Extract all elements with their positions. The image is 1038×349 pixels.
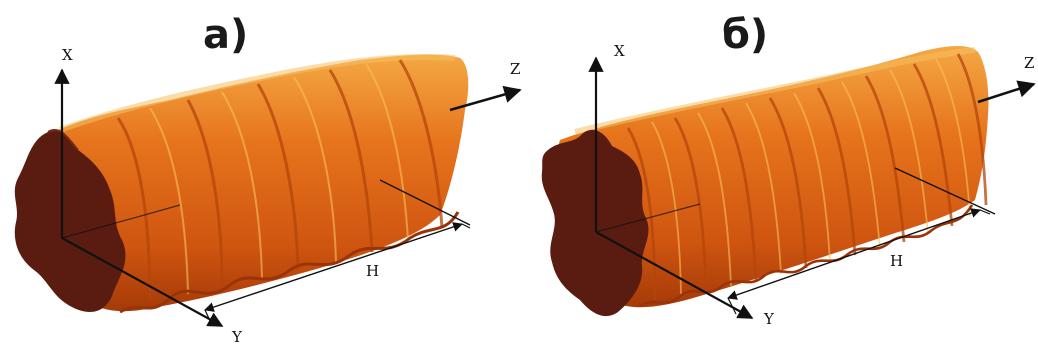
dimension-line-a	[204, 222, 463, 312]
z-axis-a	[449, 85, 522, 112]
y-axis-label-b: Y	[763, 310, 775, 328]
y-axis-label-a: Y	[231, 328, 243, 346]
dimension-tick-b1	[727, 297, 737, 315]
dimension-h-a: H	[204, 222, 471, 326]
z-axis-label-a: Z	[510, 60, 520, 78]
z-axis-b	[977, 80, 1036, 104]
end-face-edge-a	[47, 129, 79, 151]
z-axis-hidden-a	[61, 204, 181, 239]
z-axis-label-b: Z	[1024, 54, 1034, 72]
helix-crests-a	[149, 63, 409, 295]
panel-a: а)	[14, 12, 522, 346]
dimension-label-a: H	[366, 262, 379, 280]
y-axis-a	[61, 237, 224, 327]
axes-a: X Y Z	[54, 46, 522, 346]
helical-body-b	[541, 46, 989, 317]
dimension-tick-a1	[204, 309, 213, 326]
dimension-tick-b2	[979, 209, 991, 215]
axis-guide-b	[894, 167, 996, 215]
axes-b: X Y Z	[588, 42, 1036, 328]
y-axis-b	[595, 231, 754, 319]
top-highlight-b	[574, 47, 976, 135]
dimension-h-b: H	[727, 208, 991, 315]
end-face-a	[14, 130, 126, 312]
x-axis-label-a: X	[62, 46, 73, 64]
dimension-line-b	[727, 208, 981, 300]
helical-body-a	[14, 53, 469, 314]
top-highlight-a	[58, 53, 456, 133]
axis-guide-a	[379, 179, 471, 226]
dimension-label-b: H	[890, 252, 903, 270]
dimension-tick-a2	[461, 223, 471, 229]
x-axis-label-b: X	[614, 42, 625, 60]
panel-label-a: а)	[203, 12, 248, 58]
panel-b: б)	[541, 12, 1036, 328]
z-axis-hidden-b	[595, 203, 701, 233]
panel-label-b: б)	[722, 12, 768, 58]
